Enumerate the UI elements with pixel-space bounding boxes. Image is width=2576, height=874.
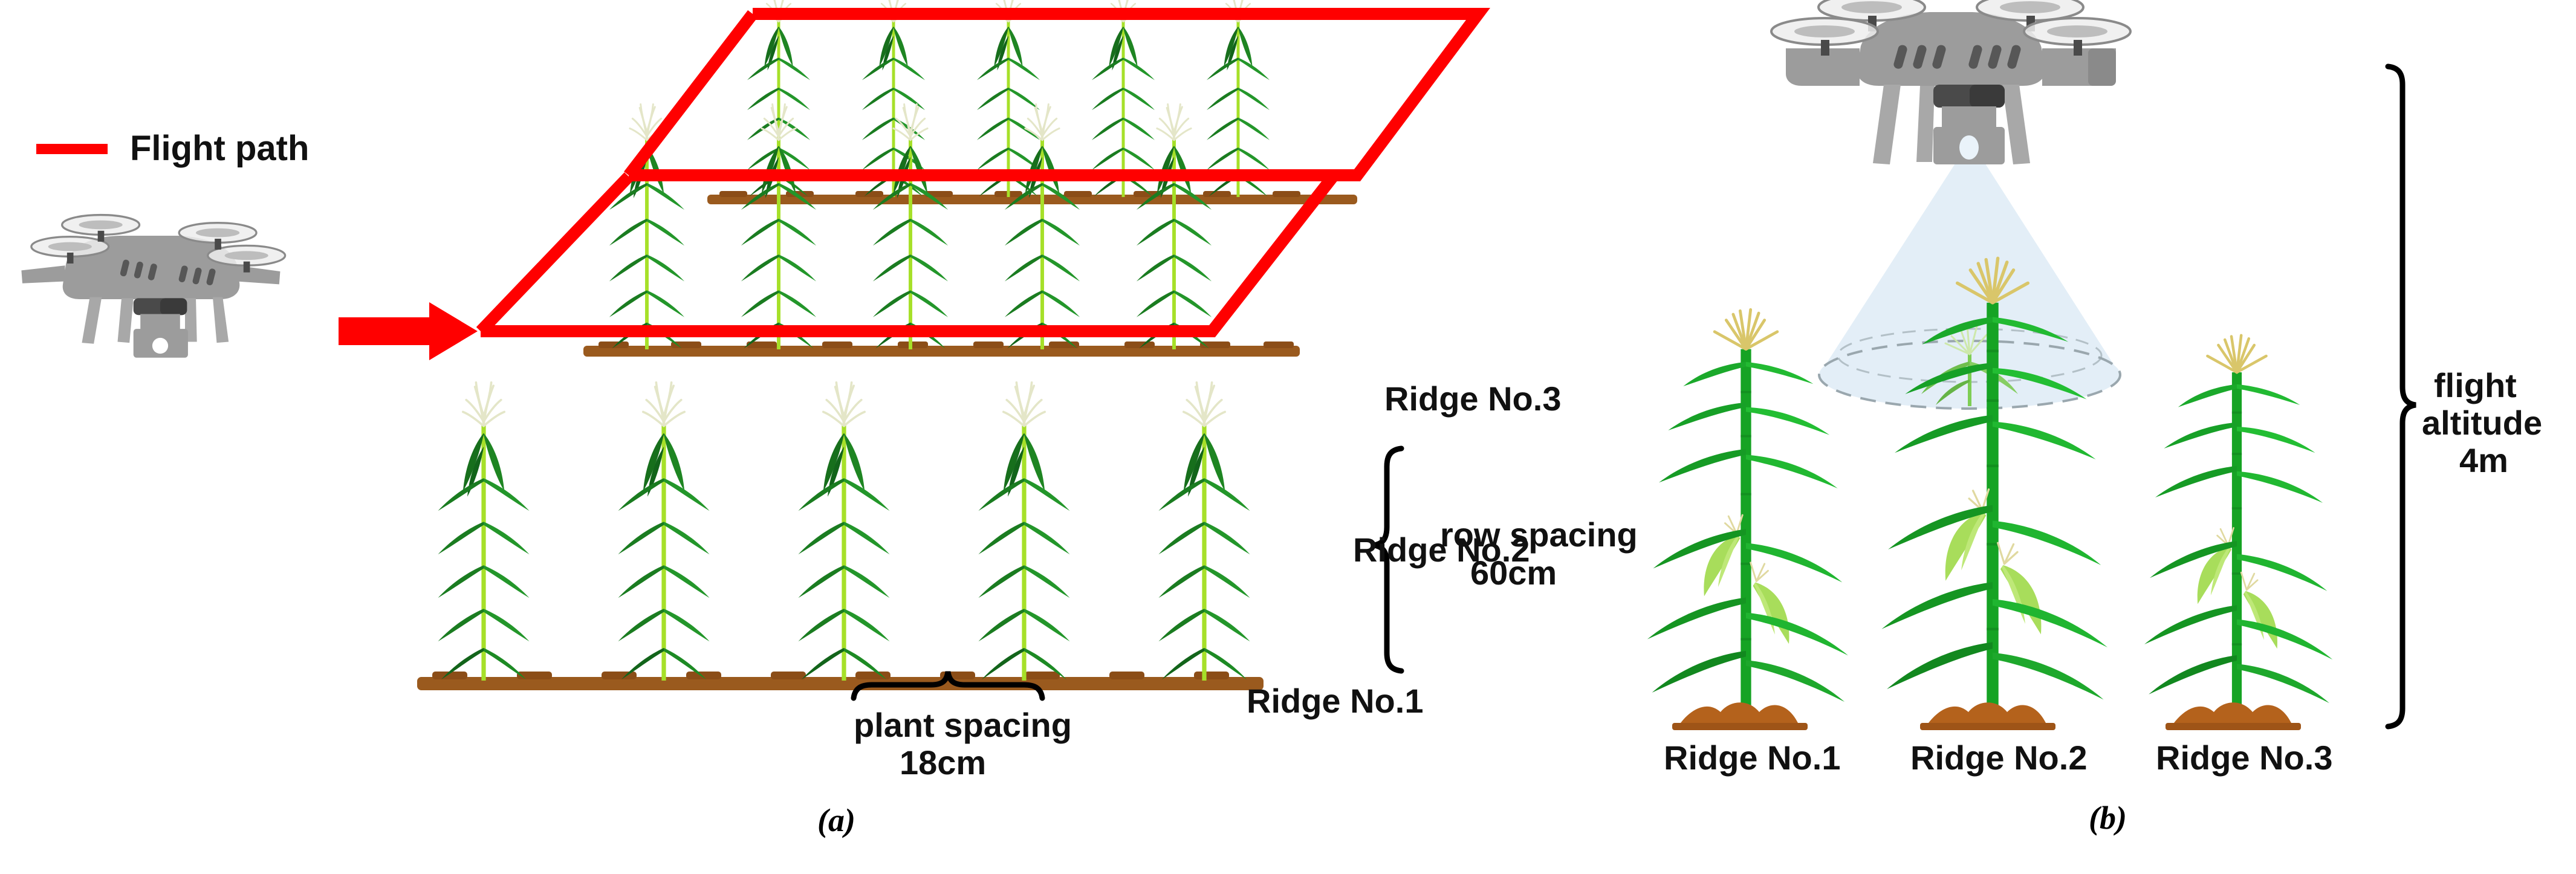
ridge-label-a-1: Ridge No.1 <box>1247 682 1424 720</box>
ridge-label-b-2: Ridge No.2 <box>1910 739 2088 777</box>
drone-side-icon <box>20 213 287 359</box>
drone-front-icon <box>1770 0 2132 166</box>
ridge-1-soil <box>417 677 1264 690</box>
corn-plant-ridge-1 <box>1647 309 1848 720</box>
panel-b-soil-mounds <box>1672 702 2301 730</box>
ridge-label-b-3: Ridge No.3 <box>2156 739 2333 777</box>
ridge-2-soil <box>583 346 1300 357</box>
plant-spacing-label-line2: 18cm <box>900 743 987 782</box>
ridge-label-a-2: Ridge No.2 <box>1353 531 1530 569</box>
flight-altitude-line3: 4m <box>2459 441 2508 479</box>
legend-label: Flight path <box>130 129 310 168</box>
plant-spacing-brace <box>851 671 1045 701</box>
ridge-1-group <box>417 381 1264 690</box>
legend-line-swatch <box>36 144 108 154</box>
row-spacing-brace <box>1373 445 1404 674</box>
ridge-2-soil-texture <box>599 342 1294 348</box>
panel-caption-b: (b) <box>2089 800 2127 836</box>
ridge-2-group <box>583 103 1300 357</box>
corn-plant-ridge-3 <box>2144 335 2332 720</box>
row-spacing-label-line1: row spacing <box>1440 516 1638 554</box>
ridge-2-plants <box>608 103 1213 351</box>
flight-altitude-brace <box>2385 63 2416 730</box>
ridge-label-a-3: Ridge No.3 <box>1384 380 1562 418</box>
flight-path <box>476 7 1490 337</box>
panel-a <box>20 0 1490 701</box>
panel-b <box>1647 0 2416 730</box>
direction-arrow <box>339 302 478 360</box>
ridge-1-plants <box>436 381 1251 682</box>
ridge-3-plants <box>746 0 1271 198</box>
panel-caption-a: (a) <box>817 802 855 838</box>
panel-b-plants <box>1647 258 2333 720</box>
plant-spacing-label-line1: plant spacing <box>854 706 1072 744</box>
fov-base-ellipse <box>1818 340 2121 410</box>
ridge-label-b-1: Ridge No.1 <box>1664 739 1841 777</box>
row-spacing-label-line2: 60cm <box>1470 554 1557 592</box>
flight-altitude-line2: altitude <box>2422 404 2543 442</box>
flight-altitude-line1: flight <box>2434 366 2517 404</box>
